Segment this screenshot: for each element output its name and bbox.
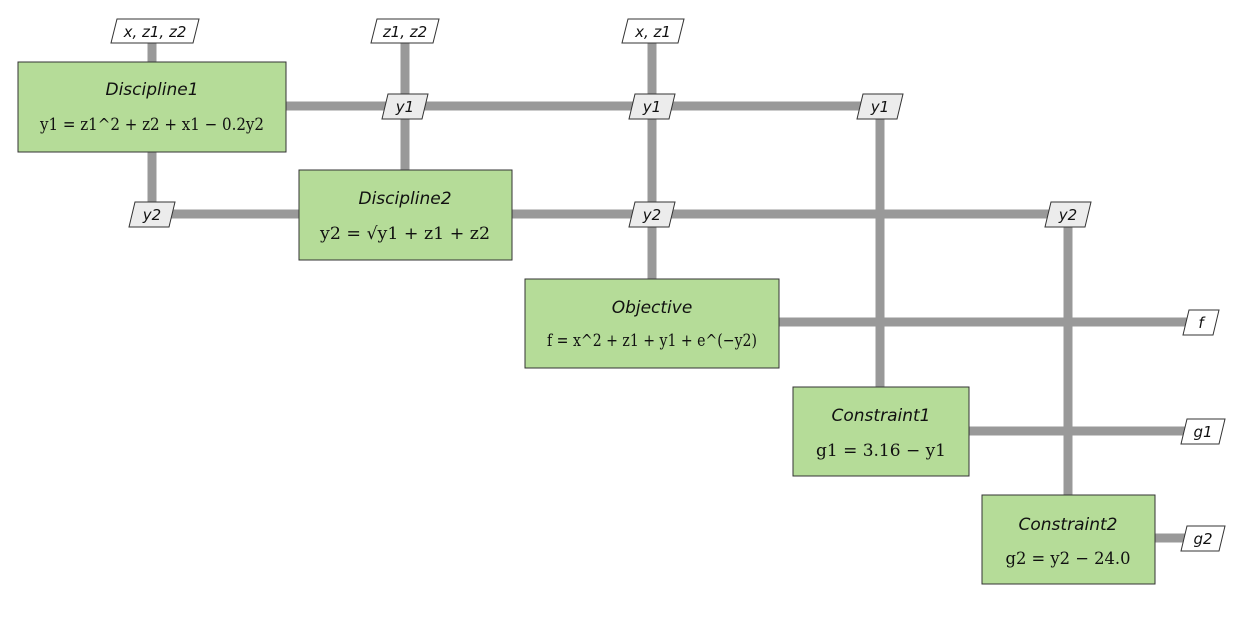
discipline2-title: Discipline2 bbox=[358, 189, 451, 209]
coupling-y2-discipline1-text: y2 bbox=[142, 206, 161, 224]
coupling-labels: y1 y1 y1 y2 y2 y2 bbox=[128, 93, 1092, 228]
objective-title: Objective bbox=[612, 298, 693, 318]
output-g1-label: g1 bbox=[1180, 418, 1226, 445]
coupling-y1-objective-text: y1 bbox=[642, 98, 661, 116]
constraint1-title: Constraint1 bbox=[832, 406, 931, 426]
constraint1-equation: g1 = 3.16 − y1 bbox=[816, 441, 946, 461]
component-boxes: Discipline1 y1 = z1^2 + z2 + x1 − 0.2y2 … bbox=[17, 61, 1156, 585]
output-f-label: f bbox=[1182, 309, 1220, 336]
coupling-y1-constraint1: y1 bbox=[856, 93, 904, 120]
constraint2-equation: g2 = y2 − 24.0 bbox=[1006, 549, 1131, 569]
input-objective-label: x, z1 bbox=[621, 18, 685, 44]
coupling-y1-discipline2-text: y1 bbox=[395, 98, 414, 116]
coupling-y2-constraint2-text: y2 bbox=[1058, 206, 1077, 224]
input-discipline2-label: z1, z2 bbox=[370, 18, 440, 44]
discipline1-title: Discipline1 bbox=[105, 80, 198, 100]
objective-box[interactable]: Objective f = x^2 + z1 + y1 + e^(−y2) bbox=[524, 278, 780, 369]
output-f-text: f bbox=[1198, 314, 1206, 332]
output-g2-text: g2 bbox=[1193, 530, 1212, 548]
constraint2-title: Constraint2 bbox=[1019, 515, 1118, 535]
coupling-y2-objective-text: y2 bbox=[642, 206, 661, 224]
discipline2-box[interactable]: Discipline2 y2 = √y1 + z1 + z2 bbox=[298, 169, 513, 261]
coupling-y1-discipline2: y1 bbox=[381, 93, 429, 120]
input-labels: x, z1, z2 z1, z2 x, z1 bbox=[110, 18, 685, 44]
input-discipline2-text: z1, z2 bbox=[382, 23, 427, 41]
constraint2-box[interactable]: Constraint2 g2 = y2 − 24.0 bbox=[981, 494, 1156, 585]
input-discipline1-label: x, z1, z2 bbox=[110, 18, 200, 44]
input-discipline1-text: x, z1, z2 bbox=[123, 23, 187, 41]
output-g2-label: g2 bbox=[1180, 525, 1226, 552]
coupling-y2-constraint2: y2 bbox=[1044, 201, 1092, 228]
coupling-y1-constraint1-text: y1 bbox=[870, 98, 889, 116]
output-labels: f g1 g2 bbox=[1180, 309, 1226, 552]
coupling-y1-objective: y1 bbox=[628, 93, 676, 120]
output-g1-text: g1 bbox=[1193, 423, 1212, 441]
objective-equation: f = x^2 + z1 + y1 + e^(−y2) bbox=[547, 331, 757, 351]
input-objective-text: x, z1 bbox=[634, 23, 671, 41]
discipline1-equation: y1 = z1^2 + z2 + x1 − 0.2y2 bbox=[39, 115, 264, 135]
coupling-y2-discipline1: y2 bbox=[128, 201, 176, 228]
discipline1-box[interactable]: Discipline1 y1 = z1^2 + z2 + x1 − 0.2y2 bbox=[17, 61, 287, 153]
coupling-y2-objective: y2 bbox=[628, 201, 676, 228]
discipline2-equation: y2 = √y1 + z1 + z2 bbox=[319, 224, 490, 244]
constraint1-box[interactable]: Constraint1 g1 = 3.16 − y1 bbox=[792, 386, 970, 477]
